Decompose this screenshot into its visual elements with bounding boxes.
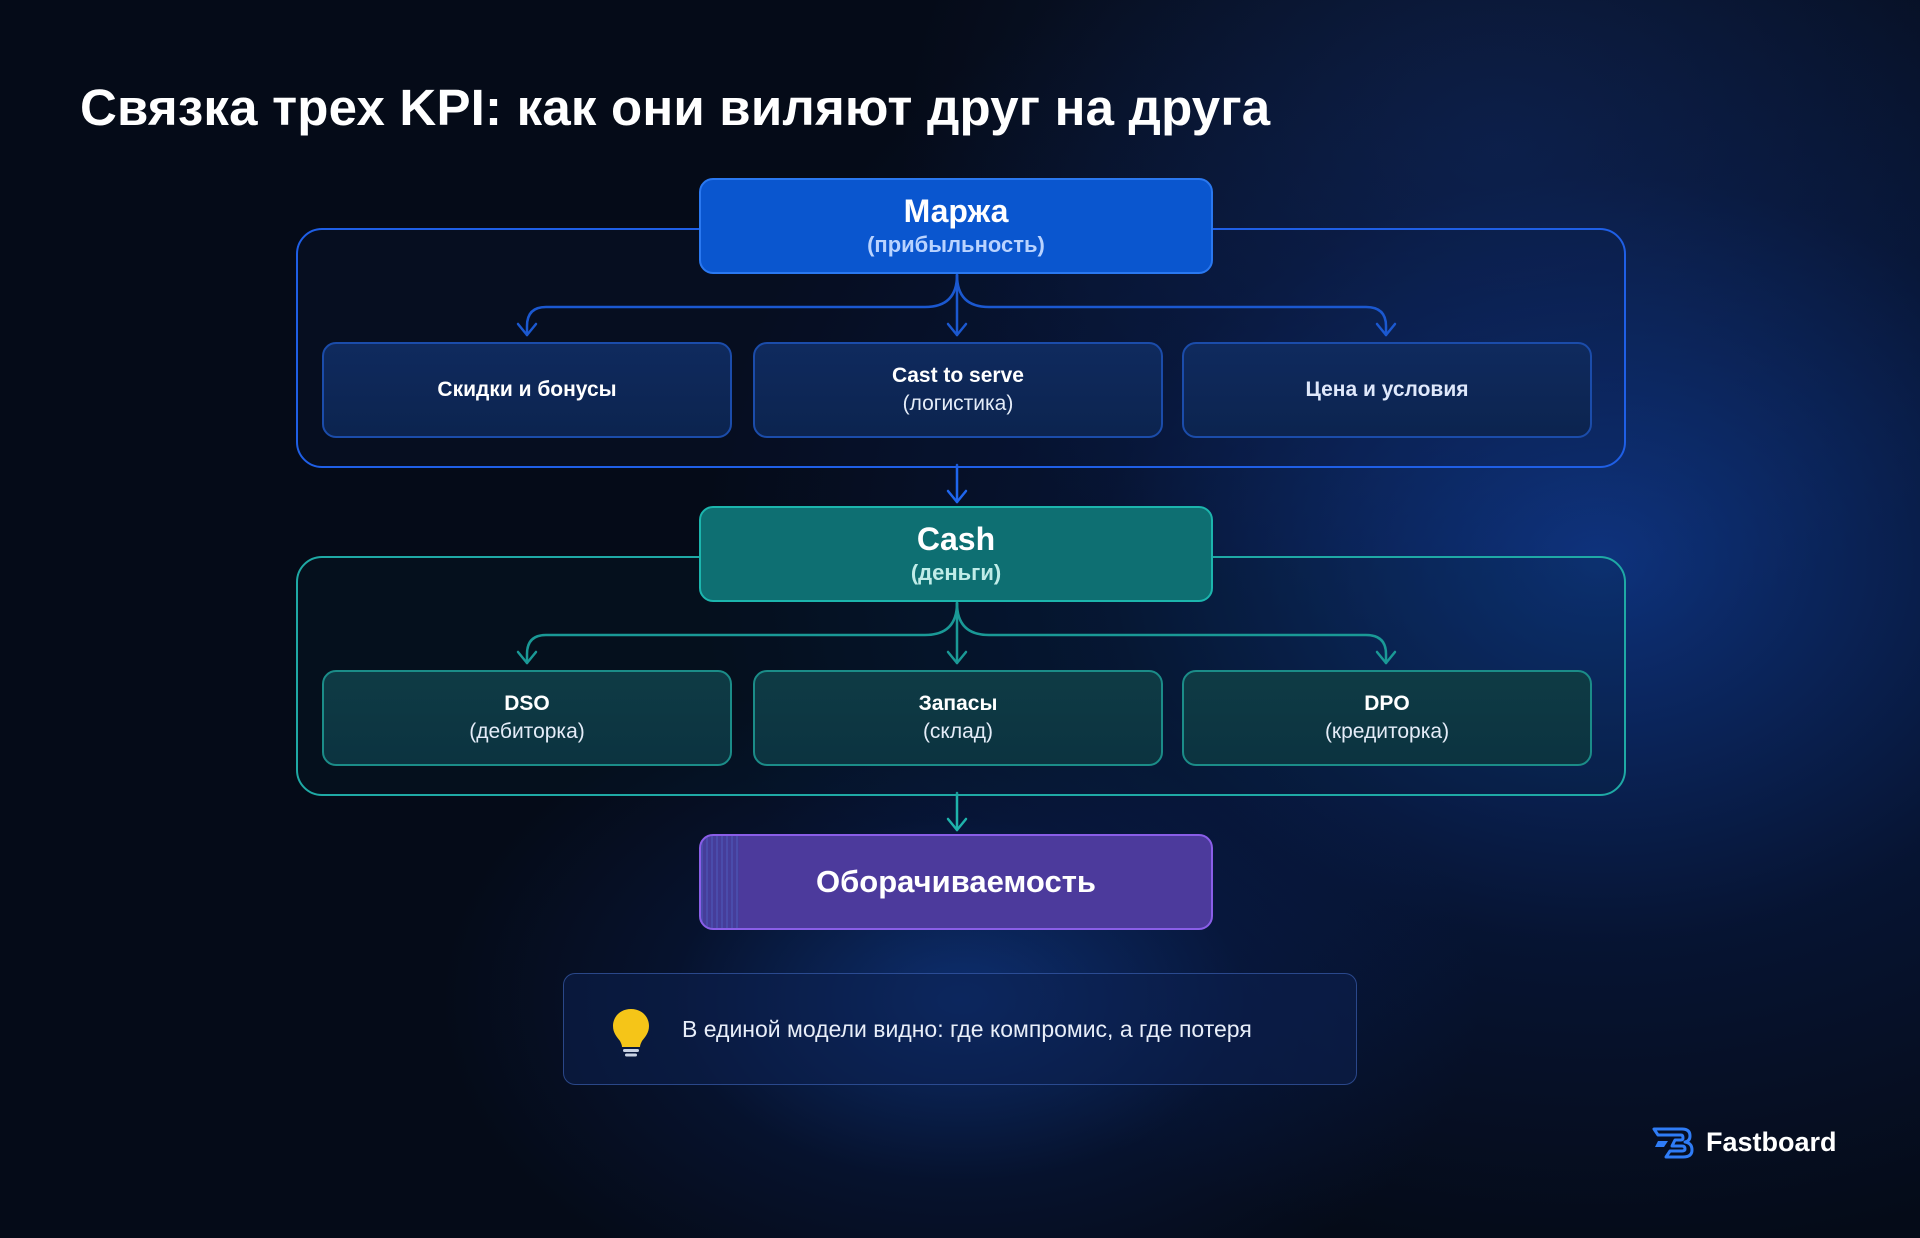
factor-title: Цена и условия bbox=[1305, 377, 1469, 401]
margin-arrowhead-center bbox=[946, 322, 968, 337]
cash-connector-right bbox=[955, 601, 1388, 665]
margin-to-cash-arrowhead bbox=[946, 489, 968, 504]
margin-connector-right bbox=[955, 273, 1388, 337]
page-title: Связка трех KPI: как они виляют друг на … bbox=[80, 79, 1271, 136]
cash-title: Cash bbox=[916, 521, 996, 558]
margin-connector-left bbox=[525, 273, 959, 337]
turnover-node: Оборачиваемость bbox=[699, 834, 1213, 930]
brand: Fastboard bbox=[1652, 1125, 1837, 1159]
cash-arrowhead-left bbox=[516, 650, 538, 665]
margin-factor-price-terms: Цена и условия bbox=[1182, 342, 1592, 438]
cash-factor-dso: DSO (дебиторка) bbox=[322, 670, 732, 766]
margin-subtitle: (прибыльность) bbox=[867, 232, 1045, 258]
factor-subtitle: (склад) bbox=[922, 720, 994, 743]
insight-box: В единой модели видно: где компромис, а … bbox=[563, 973, 1357, 1085]
factor-title: Cast to serve bbox=[892, 363, 1024, 387]
cash-to-turnover-arrowhead bbox=[946, 817, 968, 832]
factor-subtitle: (дебиторка) bbox=[469, 720, 585, 743]
lightbulb-icon bbox=[613, 1009, 649, 1057]
cash-factor-dpo: DPO (кредиторка) bbox=[1182, 670, 1592, 766]
margin-arrowhead-left bbox=[516, 322, 538, 337]
margin-factor-discounts: Скидки и бонусы bbox=[322, 342, 732, 438]
margin-factor-cost-to-serve: Cast to serve (логистика) bbox=[753, 342, 1163, 438]
fastboard-logo-icon bbox=[1652, 1127, 1694, 1159]
margin-arrowhead-right bbox=[1375, 322, 1397, 337]
factor-subtitle: (логистика) bbox=[902, 392, 1014, 415]
cash-connector-left bbox=[525, 601, 959, 665]
factor-title: DSO bbox=[504, 691, 550, 715]
cash-arrowhead-center bbox=[946, 650, 968, 665]
margin-title: Маржа bbox=[903, 193, 1009, 230]
factor-title: Запасы bbox=[918, 691, 998, 715]
brand-name: Fastboard bbox=[1706, 1126, 1837, 1157]
factor-title: DPO bbox=[1364, 691, 1410, 715]
cash-arrowhead-right bbox=[1375, 650, 1397, 665]
cash-factor-inventory: Запасы (склад) bbox=[753, 670, 1163, 766]
turnover-title: Оборачиваемость bbox=[816, 864, 1096, 900]
insight-text: В единой модели видно: где компромис, а … bbox=[682, 1015, 1252, 1042]
factor-title: Скидки и бонусы bbox=[437, 377, 617, 401]
factor-subtitle: (кредиторка) bbox=[1324, 720, 1450, 743]
margin-node: Маржа (прибыльность) bbox=[699, 178, 1213, 274]
turnover-stripe bbox=[701, 836, 739, 928]
cash-node: Cash (деньги) bbox=[699, 506, 1213, 602]
cash-subtitle: (деньги) bbox=[910, 560, 1002, 586]
